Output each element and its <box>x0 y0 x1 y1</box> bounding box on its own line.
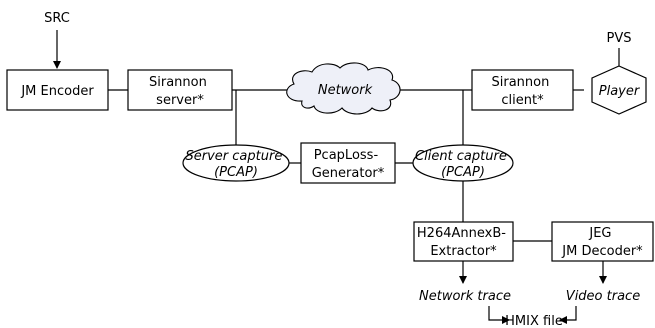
jm-encoder-box <box>6 69 109 111</box>
server-capture-ellipse <box>182 144 290 182</box>
network-trace-to-hmix-arrow <box>488 306 510 324</box>
sirannon-server-label: Sirannon server* <box>149 75 211 108</box>
hmix-file-label: HMIX file <box>505 314 563 328</box>
network-cloud <box>286 62 401 115</box>
h264-extractor-box <box>413 221 514 262</box>
src-label: SRC <box>44 11 70 26</box>
pvs-label: PVS <box>607 31 632 46</box>
player-label: Player <box>599 84 641 99</box>
network-trace-label: Network trace <box>419 289 511 304</box>
sirannon-client-label: Sirannon client* <box>492 75 554 108</box>
video-trace-label: Video trace <box>566 289 640 304</box>
client-capture-ellipse <box>412 144 514 182</box>
jm-encoder-label: JM Encoder <box>20 84 94 99</box>
video-trace-to-hmix-arrow <box>559 306 577 324</box>
player-hexagon <box>591 65 647 115</box>
h264-extractor-label: H264AnnexB- Extractor* <box>417 226 510 259</box>
sirannon-server-box <box>127 69 233 111</box>
pcaploss-generator-label: PcapLoss- Generator* <box>312 148 385 181</box>
pcaploss-generator-box <box>300 142 396 184</box>
jeg-decoder-label: JEG JM Decoder* <box>561 226 643 259</box>
jeg-decoder-box <box>551 221 654 262</box>
sirannon-client-box <box>471 69 574 111</box>
network-label: Network <box>318 83 373 98</box>
server-capture-label: Server capture (PCAP) <box>186 149 287 180</box>
client-capture-label: Client capture (PCAP) <box>415 149 511 180</box>
